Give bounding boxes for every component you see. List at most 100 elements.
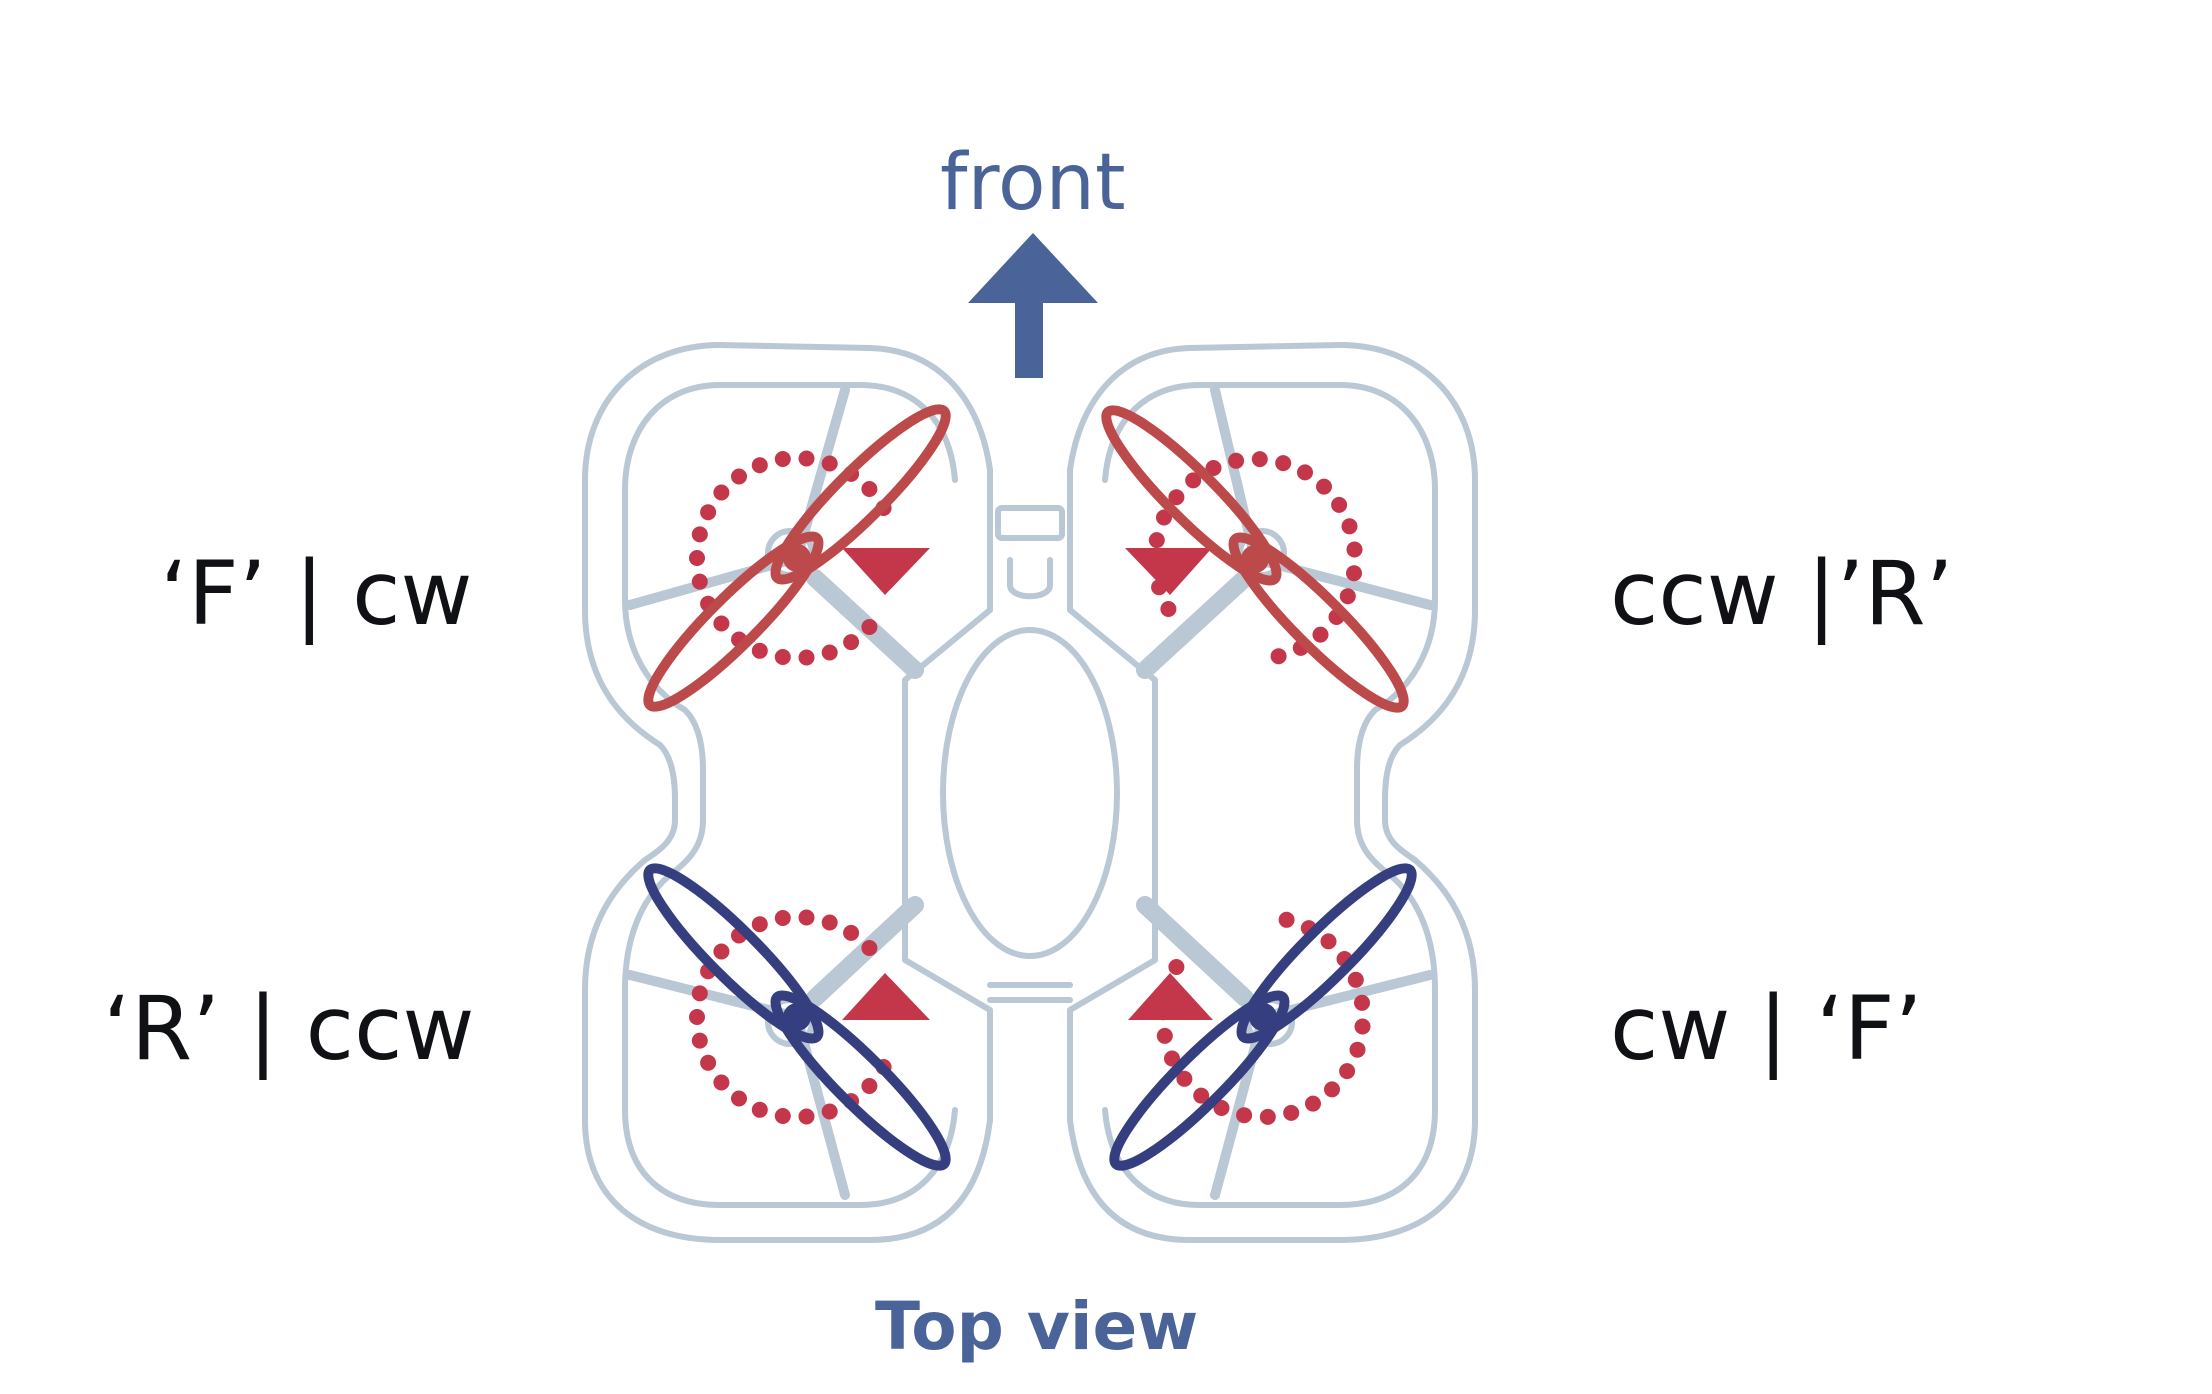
propeller-blade [1228,532,1409,713]
battery-compartment [940,627,1120,959]
rotation-dot [774,1108,791,1124]
arm-rear-right [1136,896,1254,1007]
rotation-dot [1346,541,1363,558]
rotation-dot [861,481,878,497]
propeller-hub [1241,545,1269,573]
rotation-dot [1354,994,1370,1011]
motor-rear-left [643,863,951,1171]
rotation-dot [1316,478,1332,495]
guard-right-outer [1067,342,1478,1243]
rotation-dot [1278,911,1295,928]
body-outline [902,467,1158,1123]
rotation-dot [1148,532,1165,549]
rotation-dot [1275,455,1292,472]
propeller-blade [643,531,824,712]
rotation-dot [1324,1081,1340,1098]
rotation-dot [713,1074,730,1091]
rotation-dot [700,1054,717,1071]
rotation-dot [1251,451,1268,468]
rotation-dot [1185,472,1202,489]
rotation-dot [1331,496,1348,513]
rotation-dot [798,450,815,467]
propeller-hub [783,544,811,572]
rotation-dot [1236,1107,1253,1124]
rotation-dot [731,468,747,485]
propeller-hub [1249,1003,1277,1031]
rotation-direction-triangle-icon [842,548,930,595]
motor-label-rear-left: ‘R’ | ccw [103,977,475,1080]
rotation-dot [861,940,878,956]
rotation-arc-front-right [1147,451,1363,665]
rotation-dot [691,573,708,590]
rotation-dot [1156,1027,1173,1044]
rotation-dot [1176,1070,1193,1087]
rotation-dot [1346,565,1362,582]
rotation-dot [1168,959,1185,975]
rotation-dot [1339,1063,1356,1080]
drone-frame [582,342,1478,1243]
arrow-up-icon [968,233,1098,378]
motor-label-front-right: ccw |’R’ [1610,542,1954,645]
rotation-dot [689,550,705,566]
guard-right-inner [1102,382,1438,1208]
rotation-dot [691,526,708,543]
rotation-dot [774,910,791,926]
rotation-dot [1193,1087,1210,1104]
motor-rear-right [1109,863,1417,1171]
rotation-dot [689,1009,705,1025]
rotation-dot [821,914,838,931]
motor-label-front-left: ‘F’ | cw [160,542,473,645]
rotation-dot [1347,971,1364,988]
rotation-dot [798,649,815,666]
rotation-dot [751,1101,768,1118]
rotation-dot [861,1078,878,1094]
rotation-dot [713,943,730,960]
rotation-dot [774,451,791,467]
rotation-direction-triangle-icon [842,973,930,1020]
rotation-direction-triangle-icon [1125,548,1212,595]
rotation-dot [751,457,768,474]
motor-front-right [1101,405,1409,713]
rotation-dot [1270,648,1287,665]
propellers [643,404,1417,1171]
propeller-blade [1109,990,1290,1171]
rotation-dot [821,644,838,661]
propeller-blade [1236,863,1417,1044]
rotation-dot [751,916,768,933]
rotation-dot [1228,452,1245,469]
rotation-dot [1213,1100,1230,1116]
rotation-dot [713,615,730,632]
rotation-dot [1160,601,1177,617]
motor-front-left [643,404,951,712]
rotation-dot [798,1108,815,1125]
rotation-dot [843,634,860,651]
rotation-dot [731,1090,747,1107]
rotation-dot [1297,464,1313,481]
rotation-dot [1341,518,1358,535]
guard-left-inner [622,382,958,1208]
rotation-arc-rear-right [1155,911,1371,1125]
rotation-dot [1305,1095,1321,1112]
rotation-dot [1259,1108,1276,1125]
rotation-dot [700,504,717,521]
rotation-dot [821,455,838,472]
rotation-dot [821,1103,838,1120]
rotation-dot [1168,489,1185,506]
motor-label-rear-right: cw | ‘F’ [1610,977,1923,1080]
rotation-dot [713,484,730,501]
propeller-blade [770,990,951,1171]
arm-front-right [1136,569,1254,679]
rotation-dot [1349,1041,1366,1058]
rotation-dot [1156,509,1172,526]
camera-module [995,505,1065,541]
rotation-dot [1339,588,1356,605]
propeller-blade [643,863,824,1044]
rotation-dot [1283,1104,1300,1121]
rotation-direction-triangle-icon [1128,973,1213,1020]
rotation-dot [691,985,708,1002]
rotation-dot [1164,1050,1180,1067]
rotation-dot [1354,1018,1371,1035]
rotation-dot [691,1032,708,1049]
propeller-blade [770,404,951,585]
